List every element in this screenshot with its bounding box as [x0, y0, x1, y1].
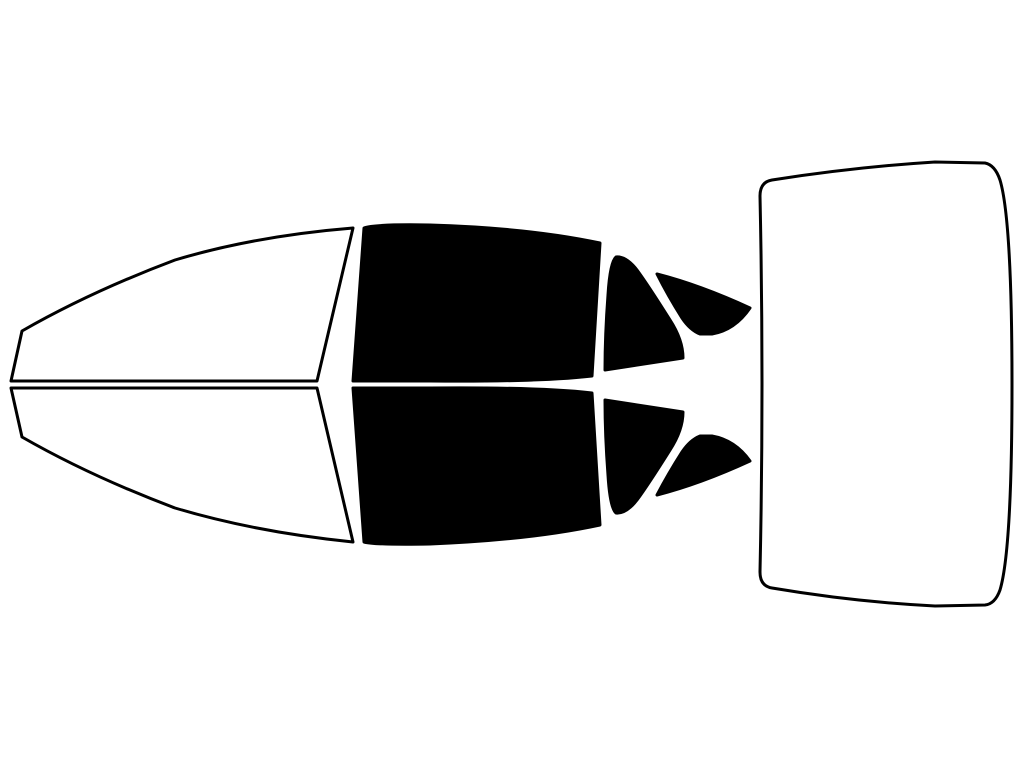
- front-door-window-upper: [351, 223, 602, 383]
- windshield-lower-half: [9, 386, 355, 544]
- windshield-upper-half: [9, 226, 355, 383]
- quarter-window-upper: [655, 272, 752, 336]
- rear-door-window-lower: [603, 398, 685, 515]
- rear-window: [758, 160, 1014, 608]
- quarter-window-lower: [655, 434, 752, 497]
- rear-door-window-upper: [603, 255, 685, 372]
- front-door-window-lower: [351, 386, 602, 546]
